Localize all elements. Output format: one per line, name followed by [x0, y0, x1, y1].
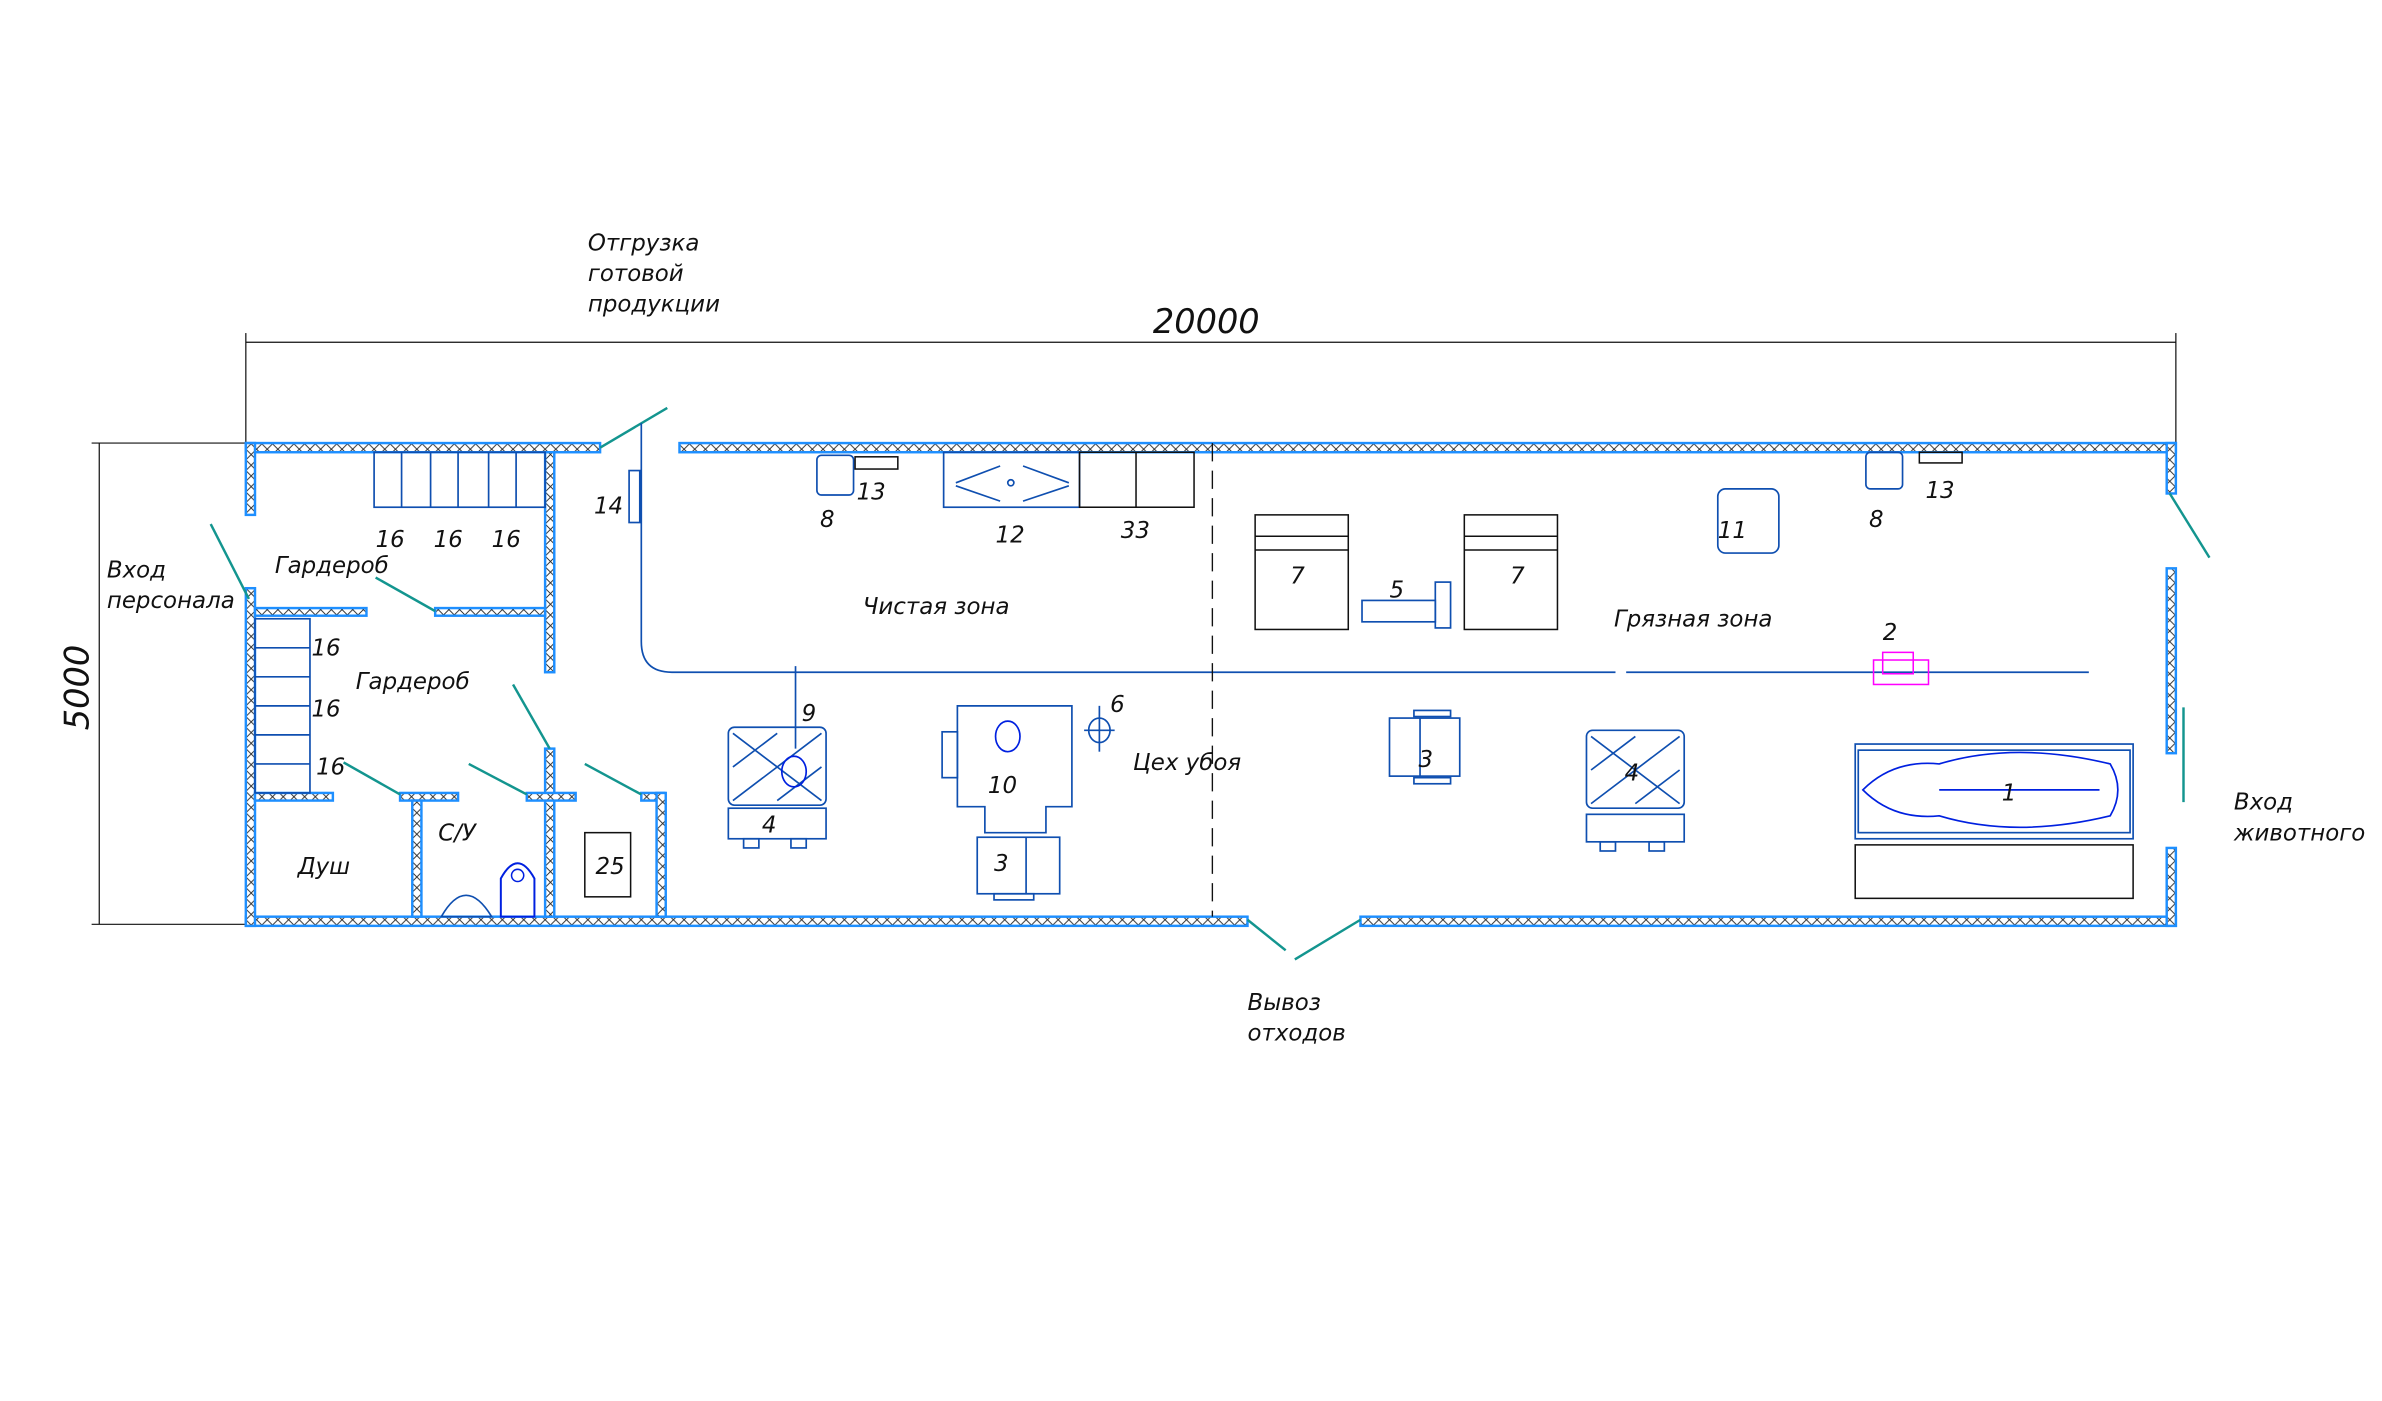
- label-9: 9: [802, 701, 817, 727]
- item-25-box: [584, 831, 632, 898]
- label-13: 13: [857, 480, 886, 506]
- shipping-label-2: готовой: [588, 261, 684, 287]
- cabinet-33: [1078, 451, 1195, 508]
- room-shower: Душ: [297, 854, 350, 880]
- room-wardrobe-1: Гардероб: [275, 553, 389, 579]
- label-5: 5: [1390, 577, 1405, 603]
- stun-box-1: [1854, 743, 2134, 840]
- label-16: 16: [316, 755, 345, 781]
- sink-clean-icon: [816, 454, 855, 496]
- label-8: 8: [1869, 507, 1884, 533]
- dimension-width: 5000: [58, 442, 246, 925]
- label-10: 10: [988, 773, 1017, 799]
- pump-5: [1361, 581, 1452, 629]
- bath-7a: [1254, 514, 1350, 631]
- room-toilet: С/У: [438, 820, 478, 846]
- label-7: 7: [1290, 564, 1305, 590]
- animal-entry-label-1: Вход: [2234, 790, 2293, 816]
- label-3: 3: [1419, 747, 1434, 773]
- dimension-length-label: 20000: [1153, 302, 1260, 341]
- overhead-rail: [640, 423, 2089, 674]
- label-25: 25: [595, 854, 624, 880]
- label-11: 11: [1718, 518, 1747, 544]
- label-8: 8: [820, 507, 835, 533]
- bath-7b: [1463, 514, 1559, 631]
- cart-3-dirty: [1388, 709, 1461, 785]
- zone-dirty: Грязная зона: [1614, 606, 1773, 632]
- table-12: [942, 451, 1081, 509]
- label-16: 16: [311, 697, 340, 723]
- stun-box-base: [1854, 844, 2134, 900]
- label-16: 16: [492, 527, 521, 553]
- door-leaves: [209, 406, 2211, 961]
- waste-label-1: Вывоз: [1247, 990, 1320, 1016]
- tank-4-clean: [727, 726, 827, 849]
- label-33: 33: [1121, 518, 1150, 544]
- washbasin-icon: [439, 894, 494, 918]
- lockers-top: [373, 451, 546, 509]
- label-4: 4: [1625, 761, 1640, 787]
- animal-entry-label-2: животного: [2233, 820, 2365, 846]
- label-16: 16: [376, 527, 405, 553]
- label-16: 16: [434, 527, 463, 553]
- waste-label-2: отходов: [1247, 1020, 1345, 1046]
- sink-dirty-icon: [1865, 451, 1904, 490]
- lockers-left: [254, 617, 311, 794]
- label-1: 1: [2002, 781, 2017, 807]
- label-12: 12: [996, 522, 1025, 548]
- label-13: 13: [1925, 478, 1954, 504]
- shipping-label-3: продукции: [588, 292, 720, 318]
- hoist-2: [1872, 651, 1930, 686]
- tank-4-dirty: [1585, 729, 1686, 852]
- scale-6-icon: [1084, 705, 1115, 752]
- shipping-label-1: Отгрузка: [588, 231, 700, 257]
- platform-10: [941, 705, 1073, 834]
- label-14: 14: [594, 493, 623, 519]
- staff-entry-label-1: Вход: [107, 558, 166, 584]
- dimension-length: 20000: [245, 302, 2177, 447]
- label-3: 3: [994, 851, 1009, 877]
- item-14-box: [628, 469, 641, 524]
- staff-entry-label-2: персонала: [107, 588, 235, 614]
- item-11-box: [1716, 488, 1780, 554]
- room-slaughter-shop: Цех убоя: [1133, 750, 1241, 776]
- zone-clean: Чистая зона: [863, 594, 1010, 620]
- toilet-icon: [499, 862, 536, 918]
- room-wardrobe-2: Гардероб: [356, 669, 470, 695]
- dimension-width-label: 5000: [58, 645, 97, 731]
- label-2: 2: [1883, 620, 1898, 646]
- label-16: 16: [311, 635, 340, 661]
- label-6: 6: [1110, 692, 1125, 718]
- label-4: 4: [762, 813, 777, 839]
- cart-3-clean: [976, 836, 1061, 901]
- labels: Отгрузка готовой продукции Вход персонал…: [107, 231, 2365, 1047]
- label-7: 7: [1510, 564, 1525, 590]
